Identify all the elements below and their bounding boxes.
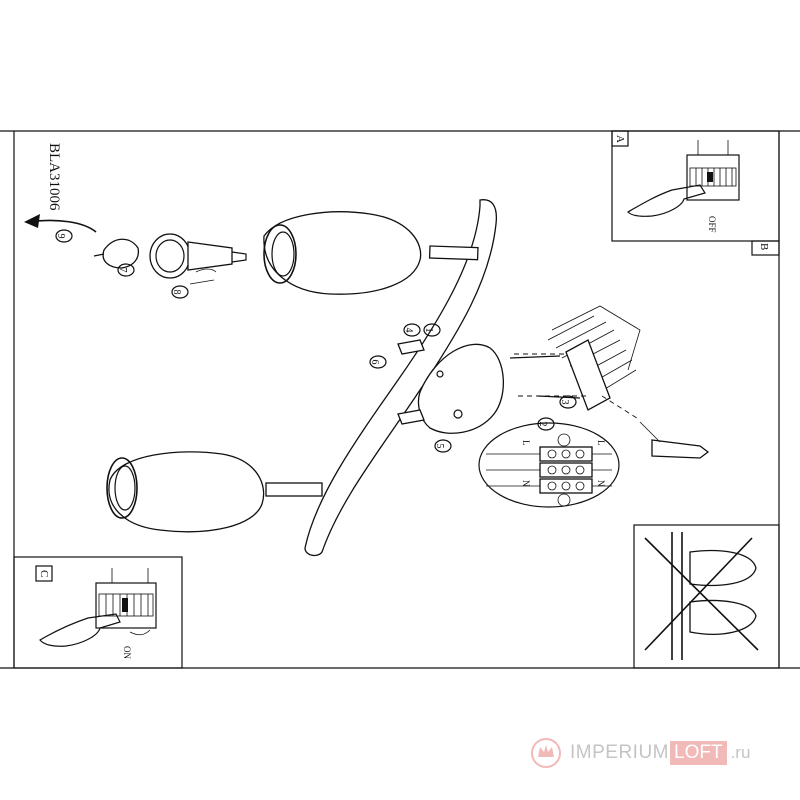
step-number: 4 xyxy=(403,328,414,333)
hand-icon xyxy=(39,613,121,647)
watermark-tld: .ru xyxy=(730,743,751,762)
wire-label-n-right: N xyxy=(596,480,606,487)
watermark-highlight: LOFT xyxy=(670,741,727,765)
panel-b-tag: B xyxy=(751,240,780,256)
panel-c-tag xyxy=(35,565,53,582)
step-number: 9 xyxy=(55,234,66,239)
screw-icon-2 xyxy=(397,409,425,425)
earth-icon-2 xyxy=(557,493,571,507)
bar-screws xyxy=(397,339,425,425)
cross-icon xyxy=(644,537,759,651)
hand-icon xyxy=(627,184,706,217)
arrow-icon xyxy=(129,629,151,636)
step-number: 8 xyxy=(171,290,182,295)
glass-shade-lower xyxy=(108,451,265,533)
panel-incorrect-frame xyxy=(633,524,780,669)
shade-inverted xyxy=(689,599,757,635)
guide-line xyxy=(601,395,641,421)
screw-icon-small xyxy=(436,370,444,378)
panel-c-frame xyxy=(13,556,183,669)
panel-b-letter: B xyxy=(758,243,770,250)
reflector-ring-inner xyxy=(155,239,185,273)
wire-label-l-right: L xyxy=(596,440,606,446)
product-code: BLA31006 xyxy=(46,143,62,211)
step-number: 6 xyxy=(369,360,380,365)
lock-ring xyxy=(102,238,140,269)
panel-c: C ON xyxy=(13,556,183,669)
wall-plug xyxy=(651,439,710,459)
step-number: 7 xyxy=(117,268,128,273)
step-number: 3 xyxy=(559,400,570,405)
panel-incorrect xyxy=(633,524,780,669)
shade-opening-lower xyxy=(106,457,138,519)
bulb-assembly xyxy=(24,214,247,285)
crown-logo-icon xyxy=(531,738,561,768)
screw-icon xyxy=(453,409,463,419)
panel-c-letter: C xyxy=(38,570,50,577)
panel-a-tag xyxy=(611,130,629,147)
step-arrow xyxy=(189,279,215,285)
watermark-name: IMPERIUM xyxy=(570,742,669,763)
detail-circle xyxy=(478,422,620,508)
mounting-bracket xyxy=(565,339,611,411)
wall-plug-leader xyxy=(639,421,661,443)
arrow-head xyxy=(24,214,40,228)
panel-a-frame xyxy=(611,130,780,242)
wire-label-n: N xyxy=(521,480,531,487)
breaker-row xyxy=(689,167,737,187)
watermark: IMPERIUM LOFT .ru xyxy=(528,733,750,773)
lock-ring-tab xyxy=(93,253,105,257)
bulb-icon xyxy=(187,241,233,271)
step-arrow xyxy=(195,268,217,273)
on-label: ON xyxy=(122,646,132,659)
fuse-box xyxy=(95,582,157,629)
step-number: 2 xyxy=(537,422,548,427)
lamp-socket xyxy=(428,245,479,261)
shade-opening xyxy=(263,224,297,284)
fuse-box xyxy=(686,154,740,201)
glass-shade-upper xyxy=(263,211,422,295)
screw-icon xyxy=(397,339,425,355)
panel-a: A OFF xyxy=(611,130,780,242)
off-label: OFF xyxy=(707,216,717,233)
shade-inner-rim-lower xyxy=(114,465,136,511)
terminal-block-detail: L L N N xyxy=(478,422,620,508)
step-callouts: 1 2 3 4 5 6 7 8 9 xyxy=(55,229,577,453)
cross-icon-stroke xyxy=(644,537,753,651)
bulb-pins xyxy=(231,251,247,263)
step-number: 5 xyxy=(434,444,445,449)
step-number: 1 xyxy=(423,328,434,333)
ceiling-canopy xyxy=(417,343,505,434)
wire-label-l: L xyxy=(521,440,531,446)
lamp-socket xyxy=(265,482,323,497)
panel-a-letter: A xyxy=(614,135,626,143)
shade-inner-rim xyxy=(271,231,295,277)
lamp-body xyxy=(106,199,505,557)
ceiling-hatch xyxy=(551,305,641,371)
breaker-row xyxy=(98,593,154,617)
ceiling-mount xyxy=(509,305,710,459)
screw-long xyxy=(509,355,561,359)
earth-icon xyxy=(557,433,571,447)
